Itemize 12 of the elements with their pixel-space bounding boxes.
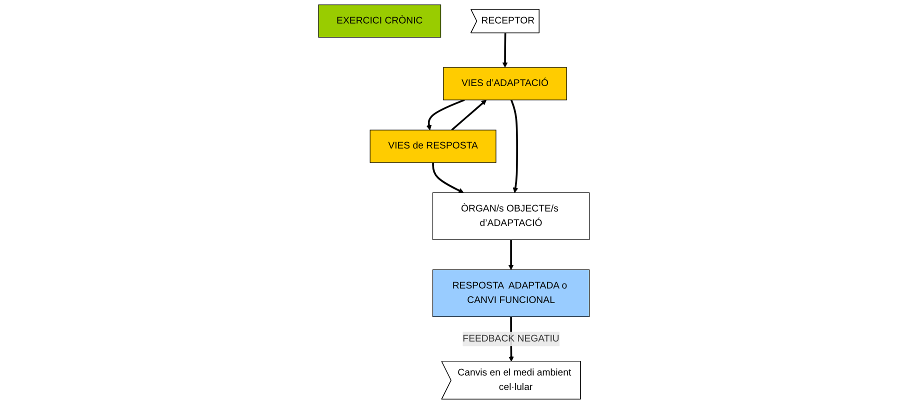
node-box: EXERCICI CRÒNIC [318, 4, 442, 38]
arrow [510, 100, 518, 193]
arrow [451, 100, 487, 131]
node-box: RESPOSTA ADAPTADA o CANVI FUNCIONAL [432, 269, 590, 317]
arrow [508, 240, 514, 270]
arrow [426, 99, 465, 130]
arrow [502, 33, 508, 68]
node-box: VIES de RESPOSTA [370, 130, 496, 163]
arrow [432, 162, 464, 193]
node-box: VIES d’ADAPTACIÓ [443, 67, 568, 100]
edge-label: FEEDBACK NEGATIU [462, 334, 560, 344]
node-box: ÒRGAN/s OBJECTE/s d’ADAPTACIÓ [432, 192, 590, 240]
